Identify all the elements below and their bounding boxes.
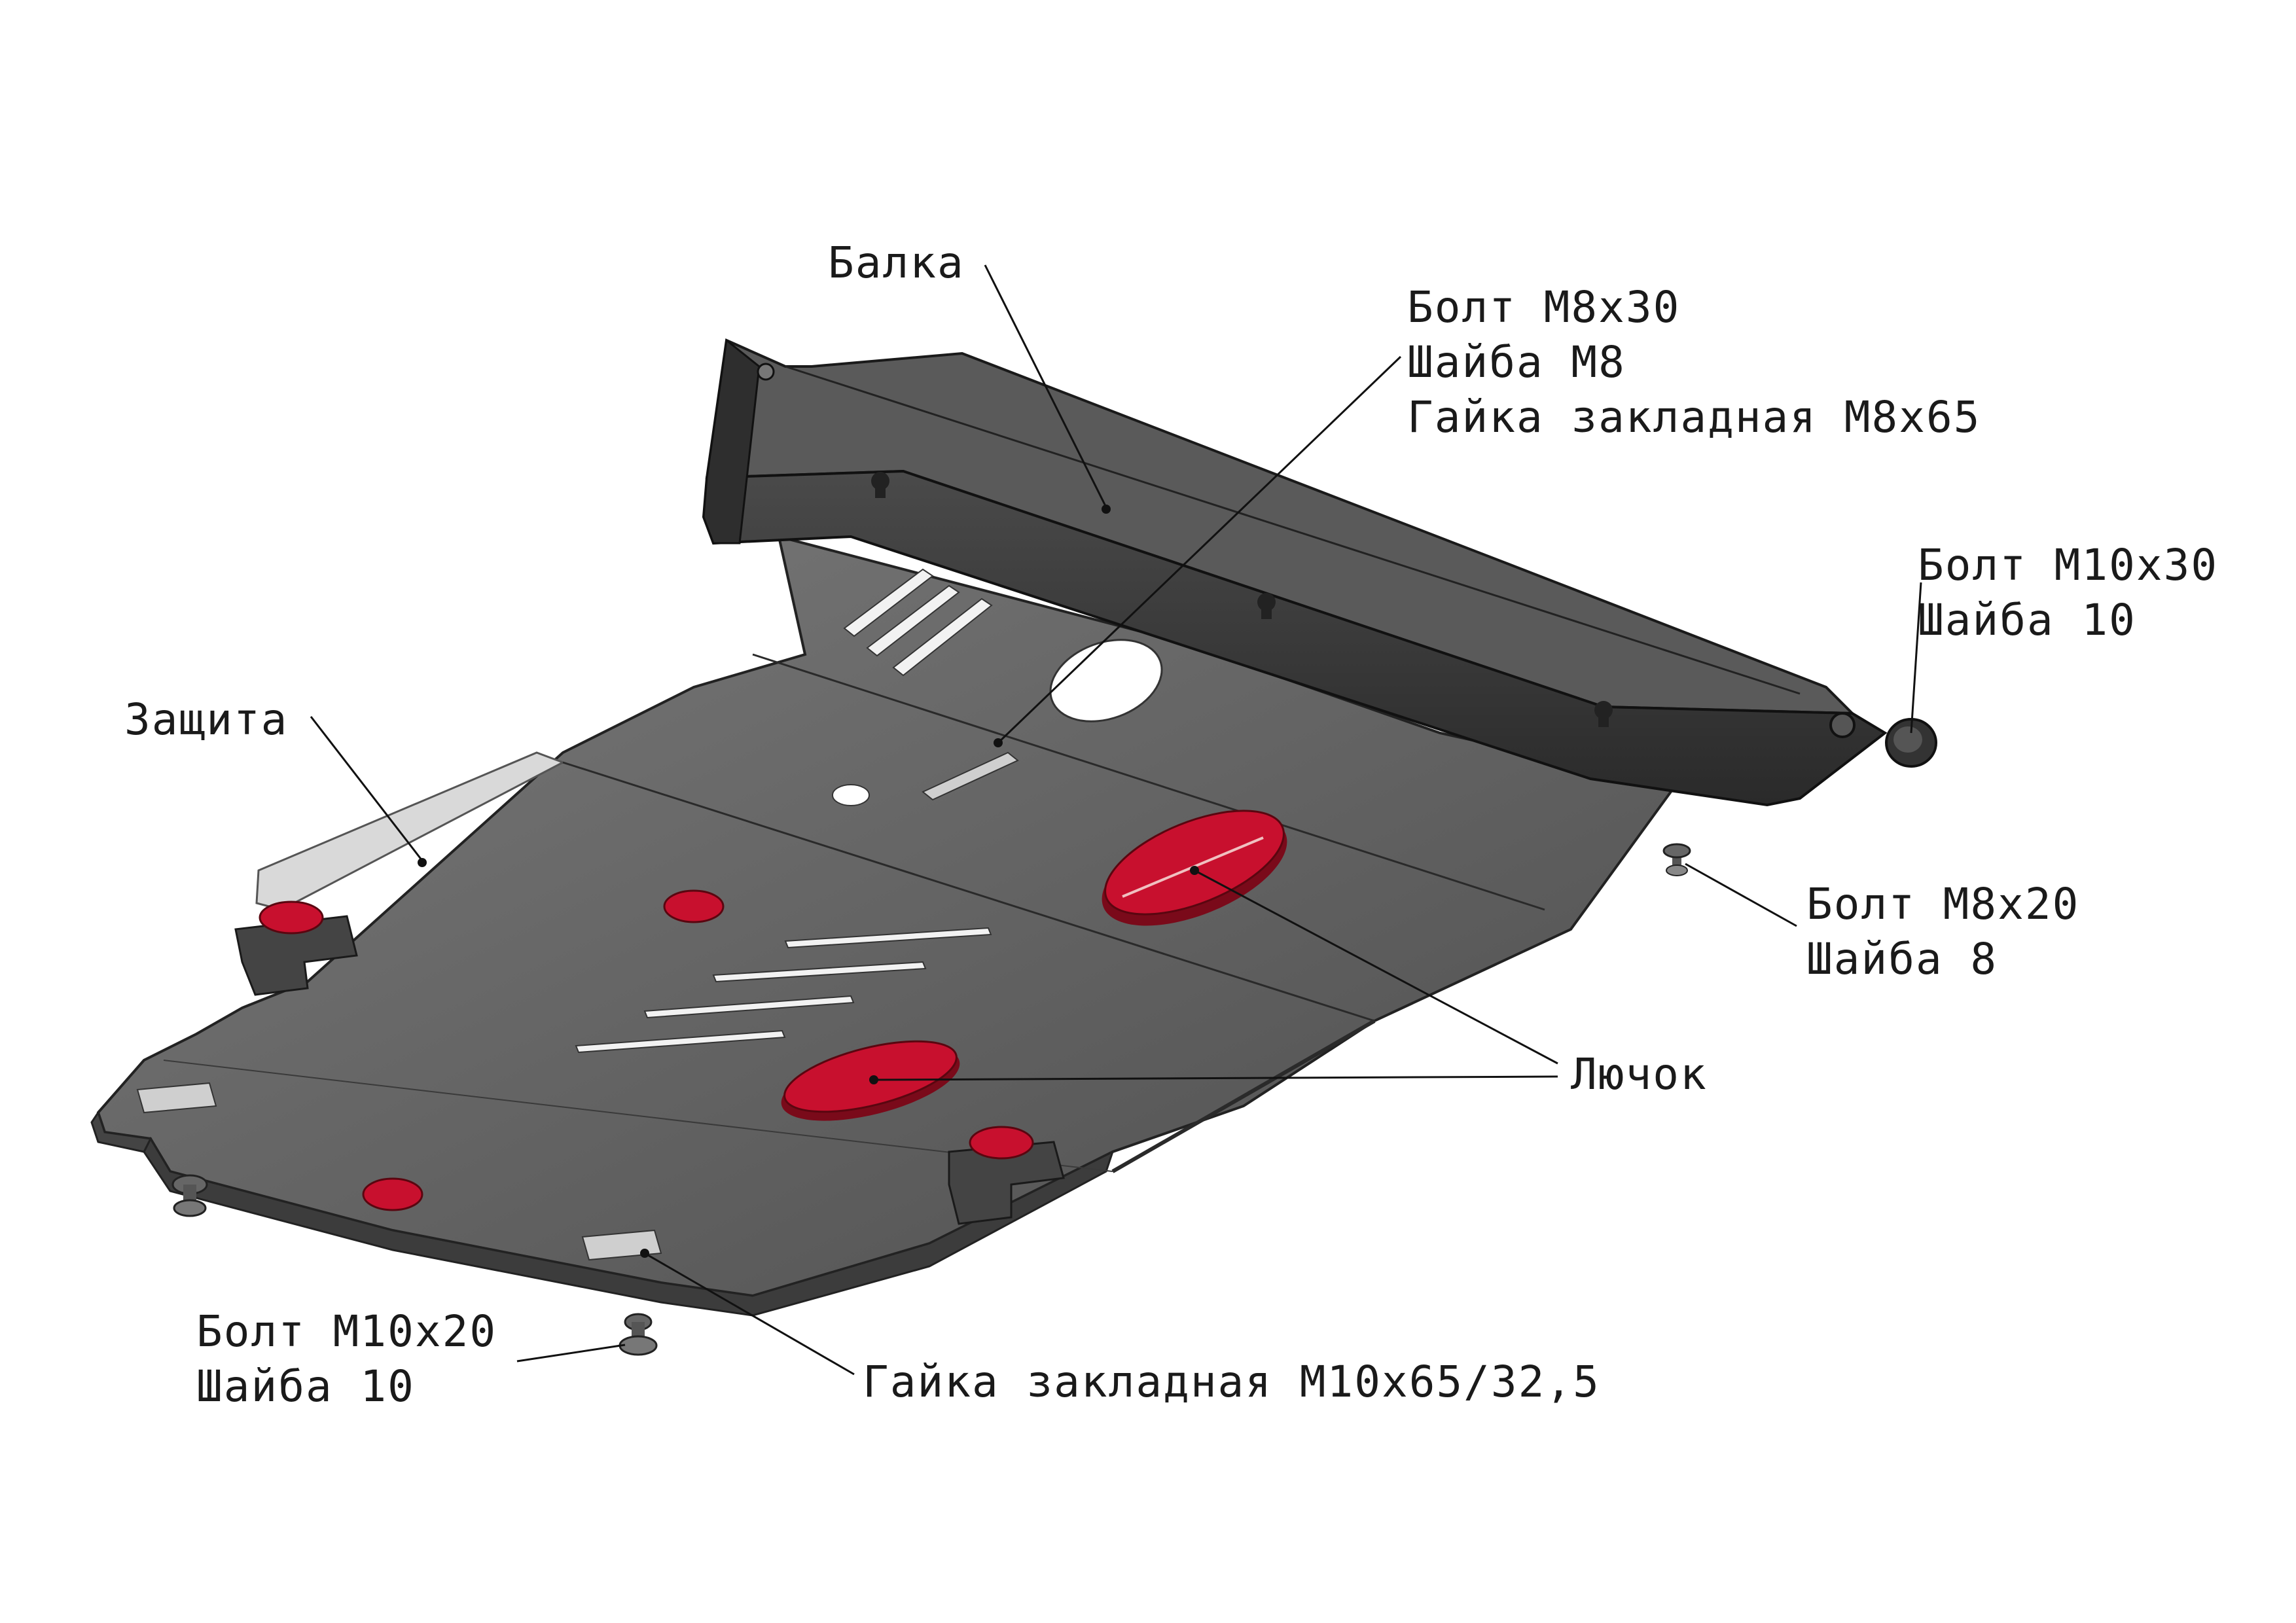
beam-bolt-1 [871,472,889,498]
leader-bolt-m10x20 [516,1344,626,1363]
label-zashchita-text: Защита [124,694,289,745]
front-vent-slots [575,927,992,1054]
label-nut-m10: Гайка закладная М10х65/32,5 [863,1355,1600,1410]
leader-dots [418,505,1199,1258]
label-nut-m10-text: Гайка закладная М10х65/32,5 [863,1357,1600,1407]
plate-left-flange [90,1110,152,1153]
label-bolt-m8x30: Болт М8х30 [1407,282,1681,332]
plate-front-edge [143,1136,1115,1317]
leader-lines [310,264,1922,1376]
plate-bend-line-2 [562,761,1375,1022]
bracket-left [234,901,358,996]
oil-filter-opening [1049,639,1163,722]
leader-lyuchok-rear [1194,869,1558,1065]
leader-bolt-m10x30 [1910,582,1922,734]
label-washer-10-left: Шайба 10 [196,1361,415,1412]
leader-zashchita [310,716,423,861]
label-front-fasteners: Болт М10х20 Шайба 10 [196,1304,497,1414]
front-tab-left [136,1082,217,1114]
center-bracket [922,751,1019,801]
label-right-side-fasteners: Болт М8х20 Шайба 8 [1806,877,2079,987]
label-balka-text: Балка [828,238,965,288]
label-lyuchok-text: Лючок [1571,1049,1708,1099]
rear-vent-slots [843,568,993,677]
beam-top-hole [757,363,775,381]
label-balka: Балка [828,236,965,291]
plate-right-ridge [1111,1019,1376,1173]
hatch-front [781,1040,960,1121]
leader-balka [984,264,1107,508]
label-bolt-m8x20: Болт М8х20 [1806,879,2080,929]
plate-bend-line-1 [752,653,1545,911]
beam-bolt-3 [1594,701,1613,727]
label-beam-fasteners: Болт М8х30 Шайба М8 Гайка закладная М8х6… [1407,280,1981,445]
small-opening [832,784,870,806]
protection-plate [90,535,1678,1317]
leader-nut-m10 [644,1252,855,1376]
label-washer-8: Шайба 8 [1806,934,1998,984]
bolt-m10x20-left-front [171,1174,208,1217]
label-nut-m8x65: Гайка закладная М8х65 [1407,392,1981,442]
label-bolt-m10x30: Болт М10х30 [1918,540,2219,590]
plug-1 [663,889,725,923]
label-zashchita: Защита [124,692,288,747]
bracket-right [948,1126,1065,1225]
plug-2 [362,1177,423,1211]
label-washer-10-right: Шайба 10 [1918,595,2136,645]
beam [702,338,1888,807]
label-lyuchok: Лючок [1571,1047,1708,1102]
label-washer-m8: Шайба М8 [1407,337,1626,387]
leader-lyuchok-front [873,1075,1558,1081]
label-right-end-fasteners: Болт М10х30 Шайба 10 [1918,538,2218,648]
bolt-m8x20-right [1662,843,1691,876]
leader-bolt-m8x20 [1685,863,1797,927]
beam-end-hole [1829,712,1856,738]
plate-left-rail [255,751,565,911]
leader-bolt-m8x30 [997,355,1402,744]
beam-edge-line [785,365,1801,695]
bolt-m10x20-front [619,1313,658,1356]
label-bolt-m10x20: Болт М10х20 [196,1306,497,1357]
beam-bolt-2 [1257,593,1276,619]
